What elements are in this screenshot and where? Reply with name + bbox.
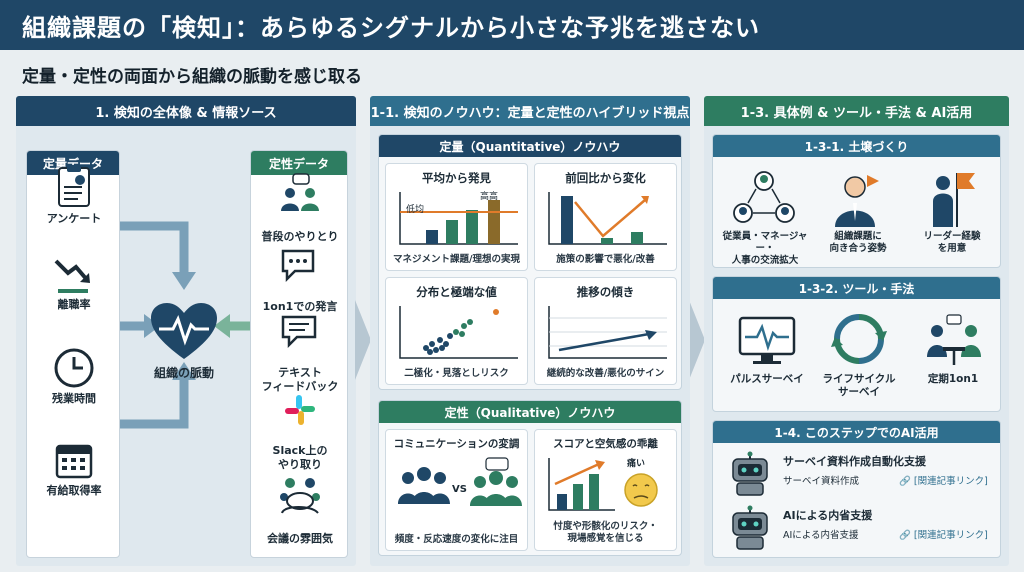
svg-text:低均: 低均 — [406, 203, 424, 215]
average-bar-chart: 低均 高高 — [399, 190, 518, 245]
section-tools: 1-3-2. ツール・手法 パルスサーベイ ライフサイクル サーベイ 定期1on… — [712, 276, 1001, 412]
ai-item-2-link[interactable]: 🔗 [関連記事リンク] — [899, 530, 988, 541]
svg-text:痛い: 痛い — [626, 457, 645, 469]
scatter-chart — [399, 306, 518, 359]
message-icon — [281, 315, 317, 349]
robot-icon-2 — [732, 505, 768, 550]
trend-line-chart — [548, 306, 667, 359]
paid-leave-item: 有給取得率 — [27, 439, 121, 498]
card-average: 平均から発見 低均 高高 マネジメント課題/理想の実現 — [385, 163, 528, 271]
slack-icon — [285, 395, 315, 425]
panel-knowhow-header: 1-1. 検知のノウハウ：定量と定性のハイブリッド視点 — [370, 96, 690, 126]
monitor-pulse-icon — [738, 316, 796, 364]
card-change: 前回比から変化 施策の影響で悪化/改善 — [534, 163, 677, 271]
daily-interaction-item: 普段のやりとり — [251, 159, 349, 258]
businessman-icon — [835, 175, 879, 227]
gap-icon: 痛い — [548, 457, 658, 511]
foundation-item-attitude: 組織課題に 向き合う姿勢 — [829, 231, 887, 254]
speech-bubble-icon — [281, 249, 315, 283]
connector-arrow-2 — [689, 300, 705, 380]
section-foundation: 1-3-1. 土壌づくり 従業員・マネージャー・ 人事の交流拡大 組織課題に 向… — [712, 134, 1001, 268]
card-communication: コミュニケーションの変調 VS 頻度・反応速度の変化に注目 — [385, 429, 528, 551]
panel-overview-header: 1. 検知の全体像 & 情報ソース — [16, 96, 356, 126]
connector-arrow-1 — [355, 300, 371, 380]
tool-lifecycle-survey: ライフサイクル サーベイ — [822, 373, 896, 398]
exchange-icon — [733, 171, 795, 223]
card-distribution: 分布と極端な値 二極化・見落としリスク — [385, 277, 528, 385]
subtitle: 定量・定性の両面から組織の脈動を感じ取る — [22, 67, 362, 87]
ai-item-1-link[interactable]: 🔗 [関連記事リンク] — [899, 476, 988, 487]
quant-data-column: 定量データ アンケート 離職率 残業時間 有給取得率 — [26, 150, 120, 558]
section-foundation-header: 1-3-1. 土壌づくり — [713, 135, 1000, 157]
svg-text:高高: 高高 — [480, 190, 498, 202]
ai-item-1-title: サーベイ資料作成自動化支援 — [783, 455, 926, 468]
overtime-item: 残業時間 — [27, 347, 121, 406]
svg-text:VS: VS — [452, 484, 467, 495]
meeting-icon — [280, 478, 320, 514]
clock-icon — [54, 348, 94, 388]
trend-down-icon — [54, 259, 90, 293]
card-trend: 推移の傾き 継続的な改善/悪化のサイン — [534, 277, 677, 385]
section-tools-header: 1-3-2. ツール・手法 — [713, 277, 1000, 299]
panel-examples: 1-3. 具体例 & ツール・手法 & AI活用 1-3-1. 土壌づくり 従業… — [704, 96, 1009, 566]
main-title: 組織課題の「検知」：あらゆるシグナルから小さな予兆を逃さない — [0, 0, 1024, 50]
cycle-icon — [831, 314, 887, 364]
clipboard-icon — [58, 165, 90, 207]
card-gap: スコアと空気感の乖離 痛い 忖度や形骸化のリスク・ 現場感覚を信じる — [534, 429, 677, 551]
quant-knowhow-section: 定量（Quantitative）ノウハウ 平均から発見 低均 高高 マネジメント… — [378, 134, 682, 390]
turnover-item: 離職率 — [27, 255, 121, 312]
foundation-item-leader: リーダー経験 を用意 — [923, 231, 981, 254]
leader-flag-icon — [933, 173, 975, 227]
text-feedback-item: テキスト フィードバック — [251, 299, 349, 408]
qual-knowhow-section: 定性（Qualitative）ノウハウ コミュニケーションの変調 VS 頻度・反… — [378, 400, 682, 556]
panel-overview: 1. 検知の全体像 & 情報ソース 定量データ アンケート 離職率 残業時間 有… — [16, 96, 356, 566]
flow-arrows — [120, 221, 254, 429]
link-icon: 🔗 — [899, 530, 911, 541]
robot-icon — [732, 451, 768, 496]
change-bar-chart — [548, 192, 667, 245]
people-chat-icon — [281, 173, 319, 211]
one-on-one-meeting-icon — [927, 314, 981, 365]
survey-item: アンケート — [27, 163, 121, 226]
qual-data-header: 定性データ — [251, 151, 347, 175]
org-pulse: 組織の脈動 — [144, 301, 224, 380]
qual-data-column: 定性データ 普段のやりとり 1on1での発言 テキスト フィードバック Slac… — [250, 150, 348, 558]
ai-item-2-title: AIによる内省支援 — [783, 509, 873, 522]
link-icon: 🔗 — [899, 476, 911, 487]
communication-icon: VS — [398, 457, 522, 506]
panel-knowhow: 1-1. 検知のノウハウ：定量と定性のハイブリッド視点 定量（Quantitat… — [370, 96, 690, 566]
quant-knowhow-header: 定量（Quantitative）ノウハウ — [379, 135, 681, 157]
section-ai-header: 1-4. このステップでのAI活用 — [713, 421, 1000, 443]
ai-item-2-sub: AIによる内省支援 — [783, 530, 859, 541]
section-ai: 1-4. このステップでのAI活用 サーベイ資料作成自動化支援 サーベイ資料作成… — [712, 420, 1001, 558]
ai-item-1-sub: サーベイ資料作成 — [783, 476, 860, 487]
heart-pulse-icon — [151, 303, 217, 359]
calendar-icon — [55, 444, 93, 479]
tool-regular-one-on-one: 定期1on1 — [927, 373, 979, 385]
slack-item: Slack上の やり取り — [251, 379, 349, 486]
qual-knowhow-header: 定性（Qualitative）ノウハウ — [379, 401, 681, 423]
foundation-item-exchange: 従業員・マネージャー・ 人事の交流拡大 — [722, 231, 808, 266]
meeting-mood-item: 会議の雰囲気 — [251, 461, 349, 560]
tool-pulse-survey: パルスサーベイ — [730, 373, 804, 385]
one-on-one-item: 1on1での発言 — [251, 233, 349, 328]
panel-examples-header: 1-3. 具体例 & ツール・手法 & AI活用 — [704, 96, 1009, 126]
